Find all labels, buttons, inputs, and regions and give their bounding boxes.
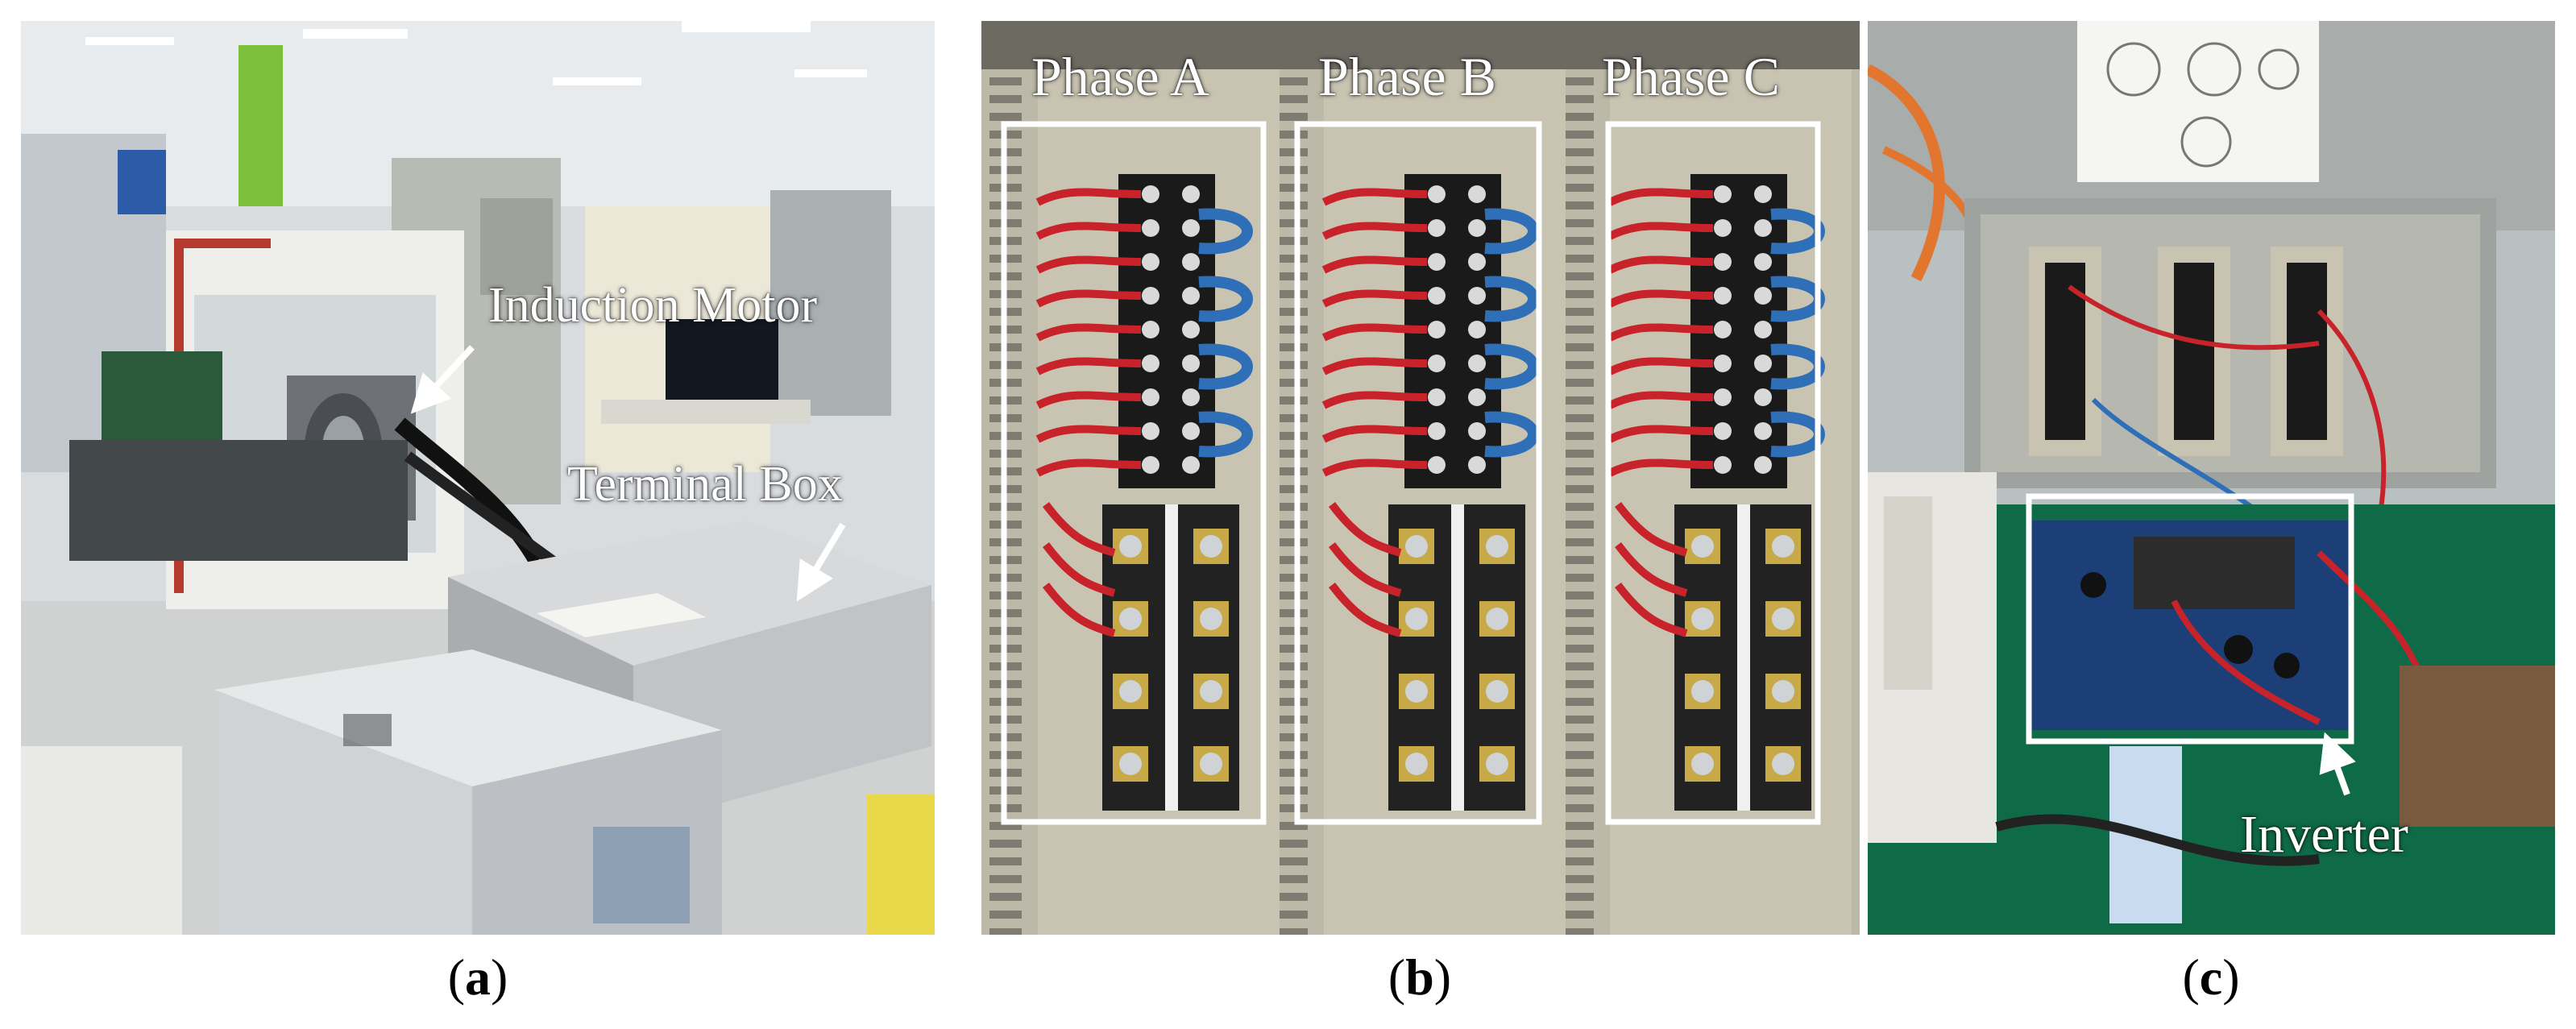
lab-scene-photo	[21, 21, 935, 935]
phase-b-box	[1294, 121, 1542, 825]
inverter-highlight-box	[2026, 493, 2356, 796]
induction-motor-label: Induction Motor	[488, 278, 818, 333]
terminal-box-arrow	[796, 522, 846, 602]
phase-c-box	[1605, 121, 1821, 825]
phase-highlight-boxes	[1001, 121, 1821, 825]
panel-b-photo: Phase A Phase B Phase C	[981, 21, 1860, 935]
inverter-box	[2026, 493, 2354, 745]
panel-c-photo: Inverter	[1868, 21, 2555, 935]
annotation-arrows	[410, 345, 846, 602]
caption-b: (b)	[1388, 948, 1452, 1006]
terminal-cabinet-photo	[981, 21, 1860, 935]
phase-c-label: Phase C	[1602, 46, 1780, 107]
caption-c: (c)	[2182, 948, 2240, 1006]
phase-a-box	[1001, 121, 1267, 825]
inverter-bench-photo	[1868, 21, 2555, 935]
phase-b-label: Phase B	[1318, 46, 1496, 107]
panel-a-photo: Induction Motor Terminal Box	[21, 21, 935, 935]
inverter-label: Inverter	[2240, 805, 2408, 864]
caption-a: (a)	[447, 948, 508, 1006]
motor-arrow	[410, 345, 475, 414]
inverter-arrow	[2319, 732, 2356, 796]
terminal-box-label: Terminal Box	[567, 457, 843, 512]
phase-a-label: Phase A	[1031, 46, 1209, 107]
